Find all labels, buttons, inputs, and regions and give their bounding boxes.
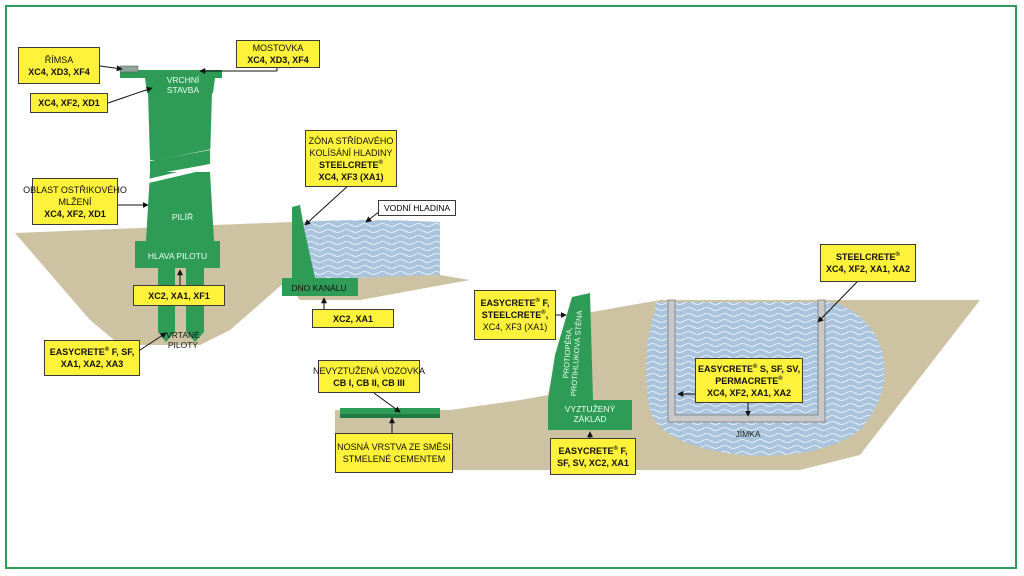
pilir-lower	[146, 172, 214, 241]
callout-mostovka: MOSTOVKA XC4, XD3, XF4	[236, 40, 320, 68]
hlava-pilotu	[135, 241, 220, 268]
callout-jimka-steelcrete: STEELCRETE® XC4, XF2, XA1, XA2	[820, 244, 916, 282]
jimka-walls	[667, 299, 826, 423]
rimsa	[119, 65, 139, 73]
water-body	[300, 220, 440, 278]
vyztuzeny-zaklad	[548, 400, 632, 430]
ground-left	[15, 222, 300, 345]
label-jimka: JÍMKA	[735, 429, 761, 439]
deck	[120, 70, 222, 78]
diagram-frame	[5, 5, 1017, 569]
callout-nosna-vrstva: NOSNÁ VRSTVA ZE SMĚSI STMELENÉ CEMENTEM	[335, 433, 453, 473]
label-vodni-hladina: VODNÍ HLADINA	[378, 200, 457, 216]
dno-kanalu	[282, 278, 358, 296]
callout-oblast-ostrikoveho-mlzeni: OBLAST OSTŘIKOVÉHO MLŽENÍ XC4, XF2, XD1	[23, 178, 127, 225]
callout-zona-kolisani: ZÓNA STŘÍDAVÉHO KOLÍSÁNÍ HLADINY STEELCR…	[305, 130, 397, 187]
label-hlava-pilotu: HLAVA PILOTU	[147, 251, 208, 261]
callout-dno-kanalu: XC2, XA1	[312, 309, 394, 328]
callout-piloty: EASYCRETE® F, SF, XA1, XA2, XA3	[44, 340, 140, 376]
callout-zaklad: EASYCRETE® F, SF, SV, XC2, XA1	[550, 438, 636, 475]
protiopera	[548, 293, 593, 400]
pilir-upper	[148, 93, 212, 160]
callout-jimka-easycrete: EASYCRETE® S, SF, SV, PERMACRETE® XC4, X…	[695, 358, 803, 403]
callout-vrchni-stavba: XC4, XF2, XD1	[30, 93, 108, 113]
callout-vozovka: NEVYZTUŽENÁ VOZOVKA CB I, CB II, CB III	[313, 360, 425, 393]
callout-hlava-pilotu: XC2, XA1, XF1	[133, 285, 225, 306]
road	[340, 408, 440, 414]
vrchni-stavba	[145, 78, 215, 93]
callout-protiopera: EASYCRETE® F, STEELCRETE®, XC4, XF3 (XA1…	[474, 290, 556, 340]
road-base	[340, 414, 440, 418]
label-pilir: PILÍŘ	[171, 212, 194, 222]
callout-rimsa: ŘÍMSA XC4, XD3, XF4	[18, 47, 100, 84]
canal-wall	[292, 205, 315, 278]
label-dno-kanalu: DNO KANÁLU	[291, 283, 347, 293]
